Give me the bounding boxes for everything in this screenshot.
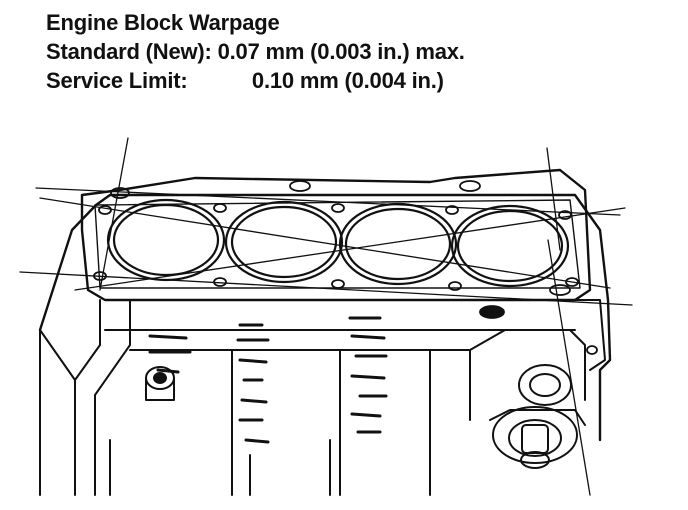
spec-standard-row: Standard (New): 0.07 mm (0.003 in.) max. xyxy=(46,37,465,66)
limit-value: 0.10 mm (0.004 in.) xyxy=(251,68,444,93)
spec-title: Engine Block Warpage xyxy=(46,10,280,35)
bore-ribs xyxy=(148,316,388,444)
measurement-lines xyxy=(19,137,633,496)
lower-bosses xyxy=(109,364,586,496)
cylinder-bores xyxy=(106,198,570,288)
spec-limit-row: Service Limit: 0.10 mm (0.004 in.) xyxy=(46,66,465,95)
block-body xyxy=(38,193,612,496)
standard-label: Standard (New): xyxy=(46,39,212,64)
deck-surface xyxy=(80,168,592,302)
standard-value: 0.07 mm (0.003 in.) max. xyxy=(217,39,465,64)
spec-block: Engine Block Warpage Standard (New): 0.0… xyxy=(46,8,465,95)
limit-label: Service Limit: xyxy=(46,68,188,93)
